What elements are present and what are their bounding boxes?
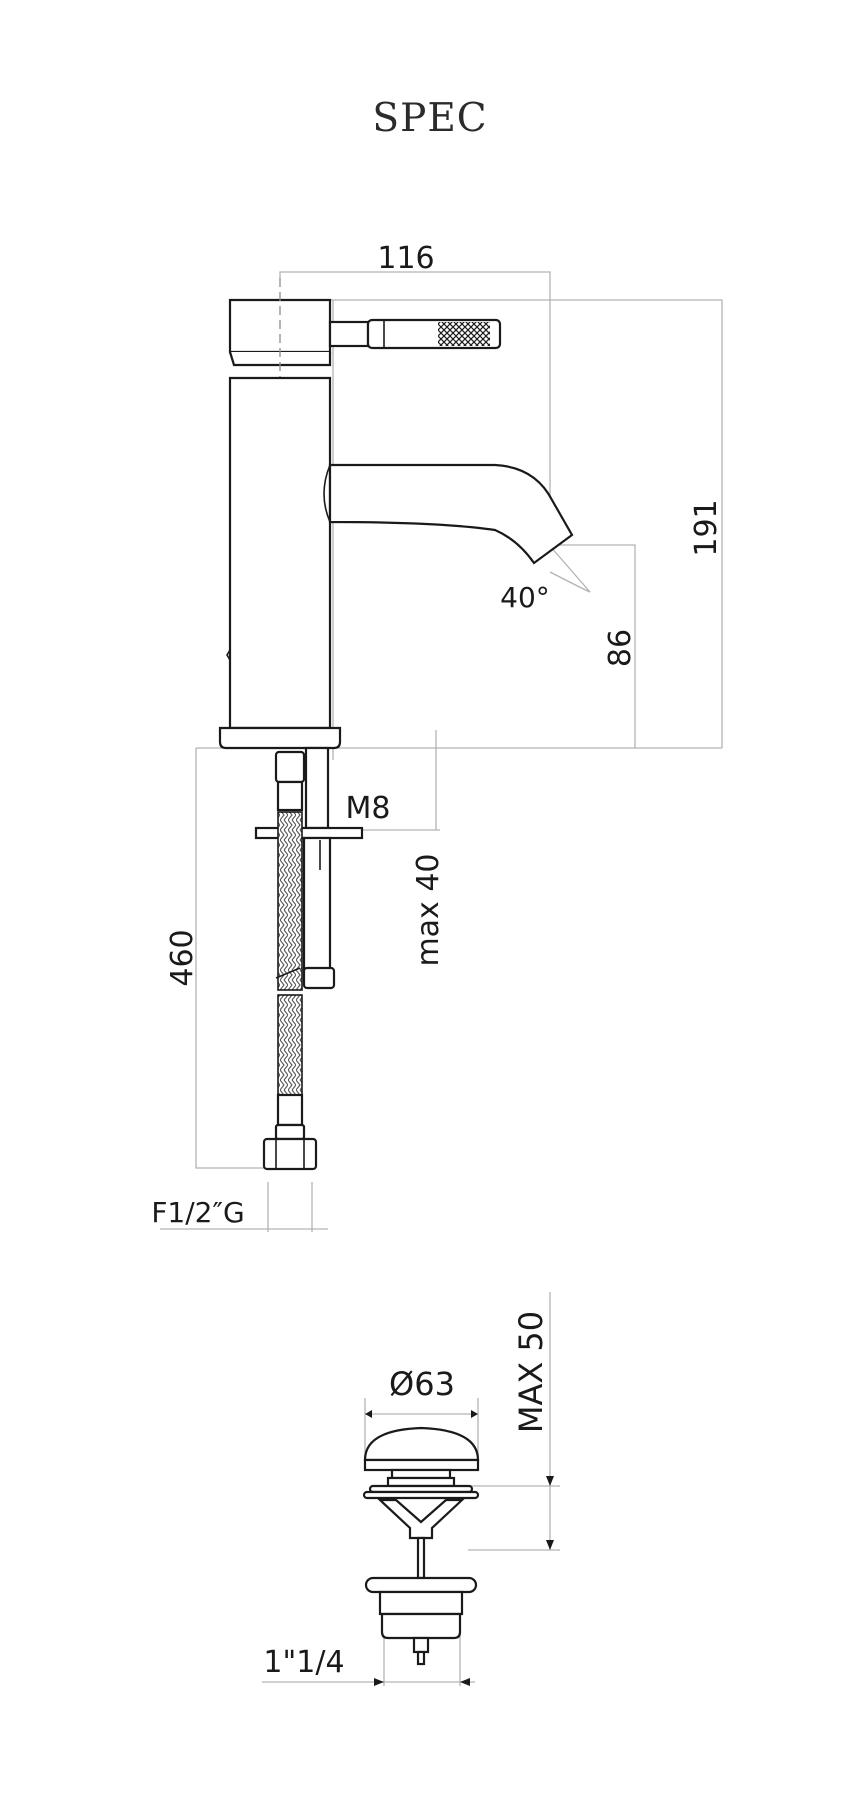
faucet-body (228, 376, 332, 730)
faucet-base (218, 726, 342, 750)
waste-dimension-lines (262, 1292, 560, 1686)
bolt-label: M8 (346, 791, 391, 826)
hose-length-label: 460 (165, 929, 200, 986)
waste-thread-label: 1"1/4 (263, 1645, 344, 1680)
waste-stem-cross (377, 1498, 465, 1540)
waste-cap (363, 1426, 480, 1462)
faucet-drawing: 116 191 86 40° M8 max 40 460 F1/2″G (151, 241, 724, 1232)
page-title: SPEC (372, 96, 488, 141)
spout-height-label: 86 (603, 629, 638, 667)
waste-diameter-label: Ø63 (389, 1365, 455, 1403)
waste-body (364, 1576, 478, 1594)
connection-label: F1/2″G (151, 1196, 244, 1229)
underside-fixings (254, 746, 364, 1171)
max-thickness-label: max 40 (411, 853, 446, 966)
lever-handle (228, 298, 502, 367)
waste-drawing: Ø63 MAX 50 1"1/4 (262, 1292, 560, 1686)
width-label: 116 (377, 241, 434, 276)
height-label: 191 (689, 499, 724, 556)
angle-label: 40° (500, 581, 550, 614)
spout (328, 463, 574, 565)
waste-max-label: MAX 50 (512, 1311, 550, 1433)
